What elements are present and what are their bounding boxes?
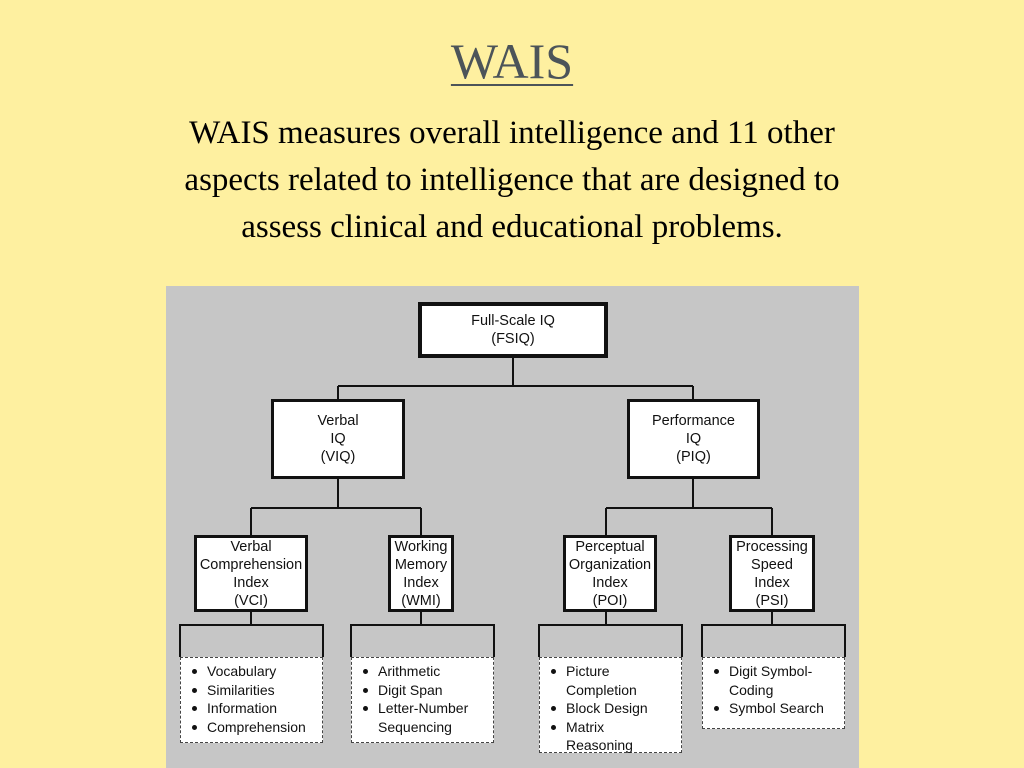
psi-label-line: Processing [736, 538, 808, 555]
list-item: Arithmetic [360, 662, 489, 681]
poi-box: Perceptual Organization Index (POI) [563, 535, 657, 612]
psi-subtest-list: Digit Symbol-Coding Symbol Search [702, 657, 845, 729]
viq-label-line: Verbal [317, 413, 359, 429]
wmi-label-line: Memory [394, 556, 448, 573]
wmi-label-line: (WMI) [401, 592, 441, 609]
vci-label-line: Verbal [230, 538, 272, 555]
psi-label-line: Speed [751, 556, 793, 573]
list-item: Block Design [548, 699, 677, 718]
list-item: Digit Symbol-Coding [711, 662, 840, 699]
vci-label-line: (VCI) [234, 592, 268, 609]
list-item: Similarities [189, 681, 318, 700]
bracket [179, 624, 324, 657]
fsiq-label-line: (FSIQ) [491, 331, 535, 347]
poi-label-line: Index [592, 574, 628, 591]
description-line: aspects related to intelligence that are… [184, 162, 840, 198]
wais-structure-diagram: Full-Scale IQ (FSIQ) Verbal IQ (VIQ) Per… [166, 286, 859, 768]
fsiq-box: Full-Scale IQ (FSIQ) [418, 302, 608, 358]
wmi-box: Working Memory Index (WMI) [388, 535, 454, 612]
poi-label-line: (POI) [592, 592, 628, 609]
list-item: Digit Span [360, 681, 489, 700]
wmi-label-line: Index [403, 574, 439, 591]
psi-label-line: Index [754, 574, 790, 591]
description-line: assess clinical and educational problems… [241, 209, 783, 245]
description-line: WAIS measures overall intelligence and 1… [189, 115, 835, 151]
bracket [350, 624, 495, 657]
list-item: Comprehension [189, 718, 318, 737]
viq-label-line: IQ [330, 431, 346, 447]
vci-box: Verbal Comprehension Index (VCI) [194, 535, 308, 612]
poi-label-line: Organization [568, 556, 652, 573]
list-item: Information [189, 699, 318, 718]
connector-lines [179, 358, 846, 657]
viq-label-line: (VIQ) [320, 449, 356, 465]
list-item: Vocabulary [189, 662, 318, 681]
list-item: Symbol Search [711, 699, 840, 718]
slide-description: WAIS measures overall intelligence and 1… [40, 110, 984, 251]
psi-box: Processing Speed Index (PSI) [729, 535, 815, 612]
fsiq-label-line: Full-Scale IQ [471, 313, 555, 329]
slide-title: WAIS [450, 33, 574, 89]
vci-label-line: Index [233, 574, 269, 591]
piq-label-line: IQ [685, 431, 702, 447]
piq-box: Performance IQ (PIQ) [627, 399, 760, 479]
piq-label-line: Performance [651, 413, 735, 429]
psi-label-line: (PSI) [755, 592, 789, 609]
bracket [701, 624, 846, 657]
bracket [538, 624, 683, 657]
vci-subtest-list: Vocabulary Similarities Information Comp… [180, 657, 323, 743]
piq-label-line: (PIQ) [676, 449, 711, 465]
wmi-label-line: Working [394, 538, 448, 555]
vci-label-line: Comprehension [199, 556, 303, 573]
poi-label-line: Perceptual [575, 538, 645, 555]
viq-box: Verbal IQ (VIQ) [271, 399, 405, 479]
